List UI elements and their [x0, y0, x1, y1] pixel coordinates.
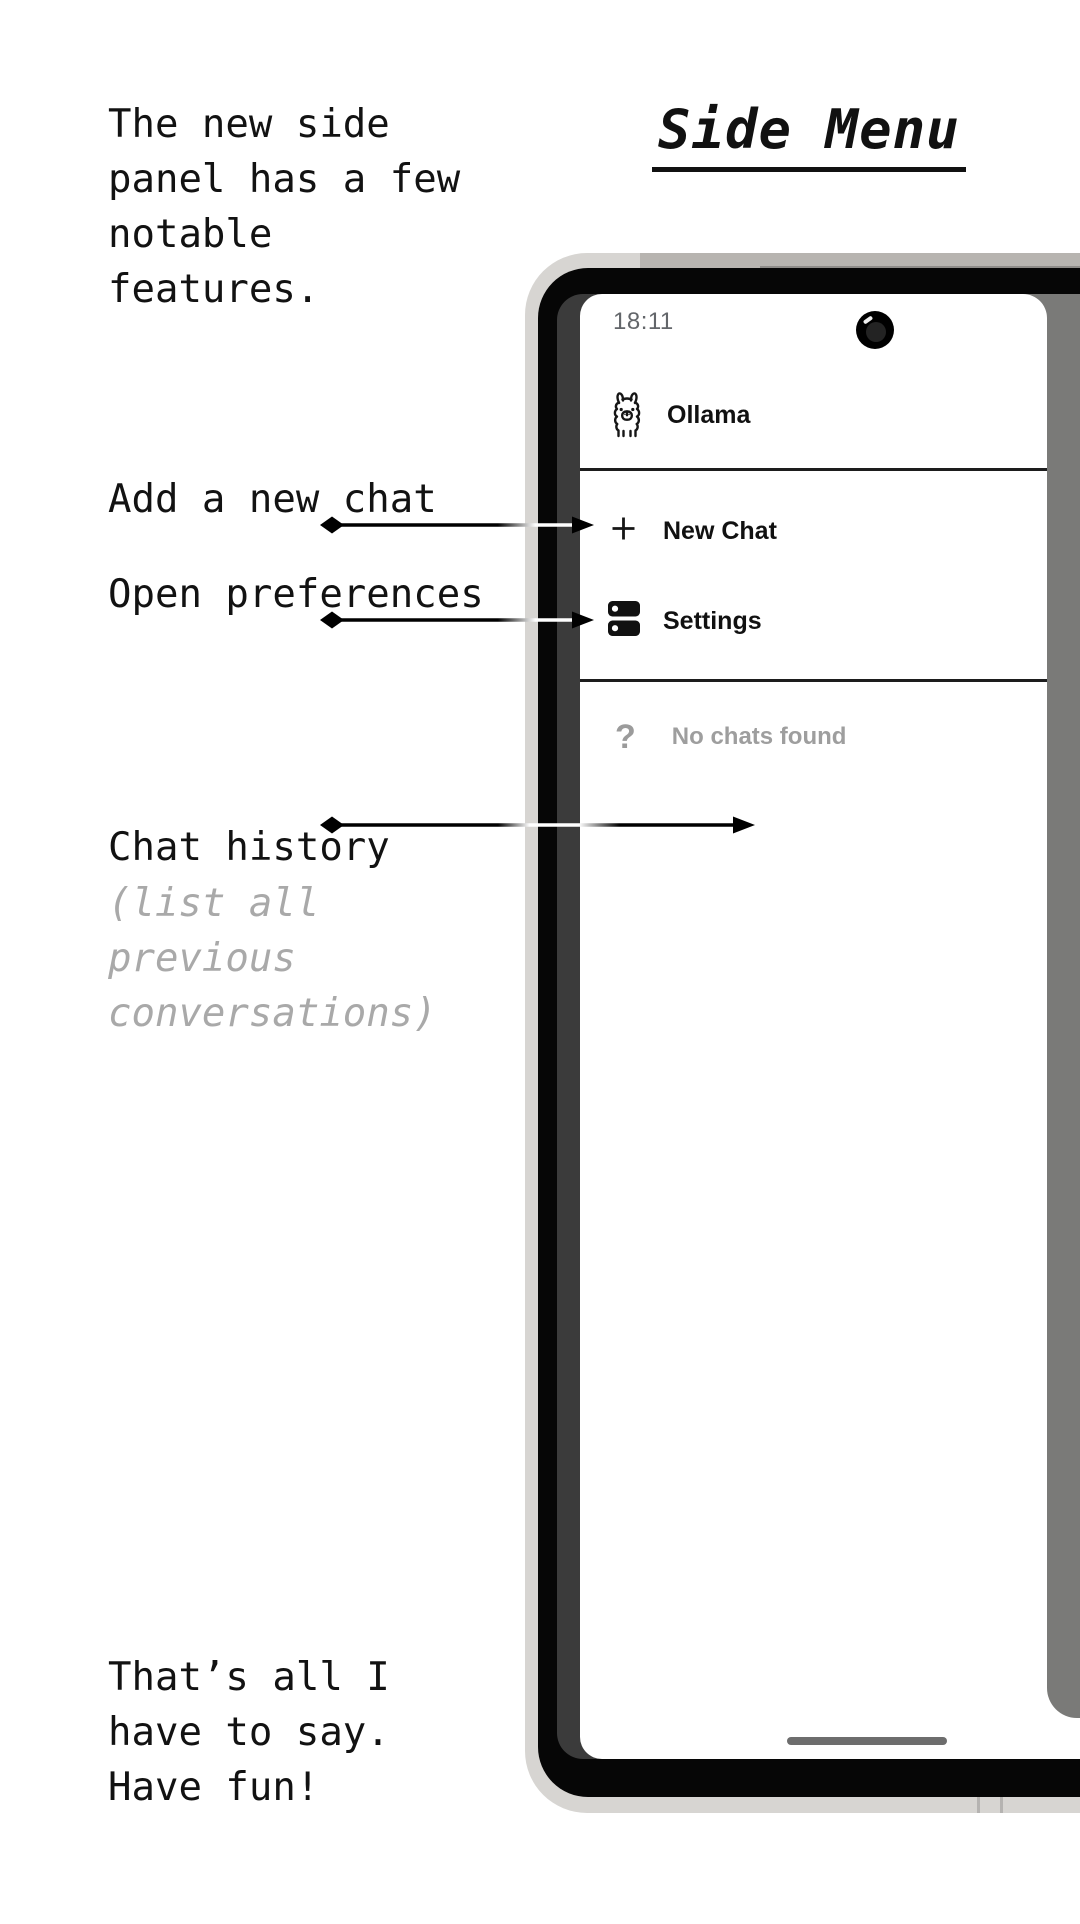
- divider: [580, 468, 1047, 471]
- annotation-intro: The new side panel has a few notable fea…: [108, 102, 461, 312]
- arrow-chat-history: [320, 816, 755, 834]
- camera-lens: [866, 322, 886, 342]
- antenna-line: [1000, 1797, 1003, 1813]
- menu-item-new-chat[interactable]: New Chat: [611, 505, 777, 557]
- llama-icon: [608, 388, 646, 443]
- phone-bezel: 18:11: [538, 268, 1080, 1797]
- status-bar-time: 18:11: [613, 308, 674, 335]
- drawer-app-header: Ollama: [608, 389, 750, 441]
- divider: [580, 679, 1047, 682]
- antenna-line: [977, 1797, 980, 1813]
- page-title: Side Menu: [652, 98, 966, 172]
- empty-state: ? No chats found: [615, 711, 846, 763]
- app-name: Ollama: [667, 400, 751, 429]
- phone-screen: 18:11: [557, 294, 1080, 1759]
- home-indicator[interactable]: [787, 1737, 947, 1745]
- question-mark-icon: ?: [615, 717, 636, 756]
- annotation-preferences: Open preferences: [108, 572, 484, 617]
- annotation-chat-history: Chat history: [108, 825, 390, 870]
- phone-mockup: 18:11: [525, 253, 1080, 1813]
- frame-shade: [640, 253, 1080, 269]
- camera-punch-hole: [856, 311, 894, 349]
- arrow-new-chat: [320, 516, 594, 534]
- menu-item-settings[interactable]: Settings: [608, 595, 762, 647]
- screen-content: 18:11: [580, 294, 1080, 1759]
- empty-state-text: No chats found: [671, 723, 847, 750]
- drawer-corner: [1023, 294, 1047, 318]
- annotation-outro: That’s all I have to say. Have fun!: [108, 1655, 390, 1810]
- drawer-scrim[interactable]: [1047, 294, 1080, 1718]
- annotation-history-note: (list all previous conversations): [108, 881, 437, 1036]
- dns-icon: [608, 601, 640, 641]
- menu-item-label: Settings: [663, 606, 762, 635]
- plus-icon: [611, 516, 636, 546]
- arrow-settings: [320, 611, 594, 629]
- annotation-add-chat: Add a new chat: [108, 477, 437, 522]
- menu-item-label: New Chat: [663, 516, 777, 545]
